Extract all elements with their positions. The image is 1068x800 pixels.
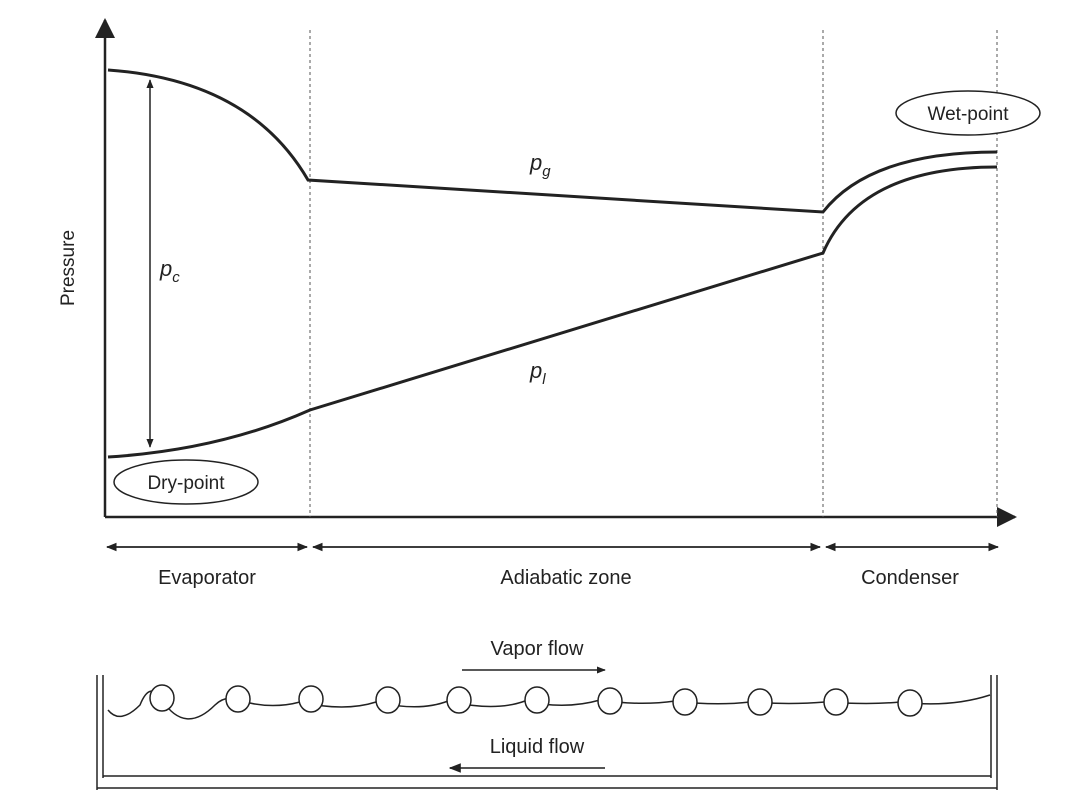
vapor-flow-label: Vapor flow	[490, 638, 584, 660]
dry-point-label: Dry-point	[147, 473, 225, 494]
zone-condenser: Condenser	[861, 567, 959, 589]
vapor-pressure-label: pg	[529, 150, 551, 180]
heat-pipe-schematic	[96, 675, 998, 790]
liquid-pressure-label: pl	[529, 358, 546, 388]
dry-point-ellipse	[113, 459, 259, 505]
vapor-bubbles	[149, 684, 923, 717]
zone-adiabatic: Adiabatic zone	[500, 567, 631, 589]
liquid-flow-label: Liquid flow	[490, 736, 585, 758]
liquid-pressure-curve	[107, 165, 998, 459]
vapor-pressure-curve	[107, 68, 998, 214]
wet-point-ellipse	[895, 90, 1041, 136]
wet-point-label: Wet-point	[928, 104, 1010, 125]
zone-dividers	[309, 30, 998, 517]
zone-evaporator: Evaporator	[158, 567, 256, 589]
capillary-pressure-label: pc	[159, 256, 180, 286]
y-axis-label: Pressure	[58, 230, 79, 306]
